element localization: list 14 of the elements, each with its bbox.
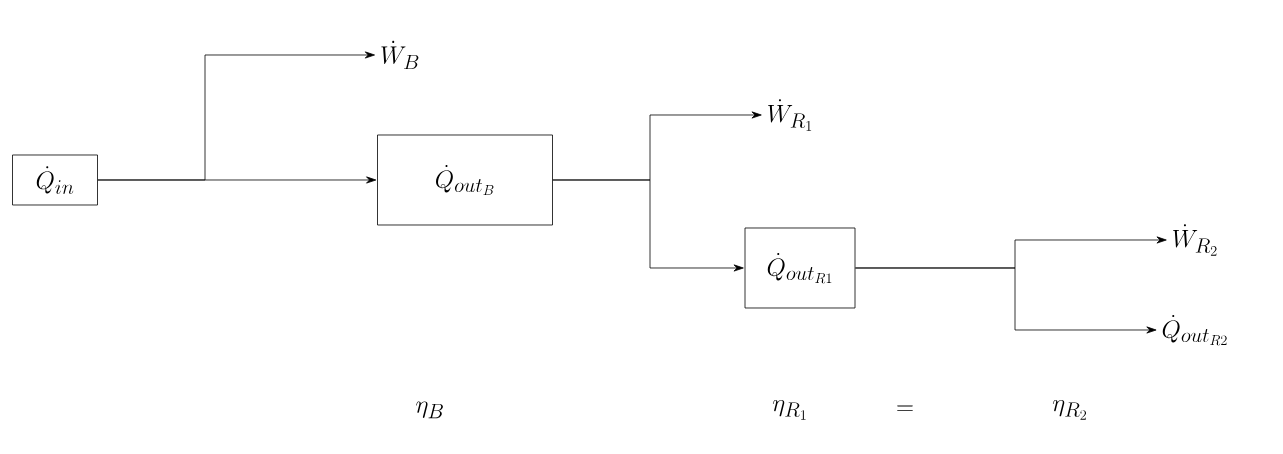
flow-box: $\dot{Q}_{out_{R1}}$ [744, 227, 856, 309]
flow-label: $\dot{W}_{R_1}$ [768, 99, 812, 131]
flow-box: $\dot{Q}_{out_{B}}$ [377, 134, 553, 226]
efficiency-label: $=$ [897, 405, 913, 411]
efficiency-label: $\eta_{R_1}$ [772, 400, 806, 420]
flow-box: $\dot{Q}_{in}$ [12, 154, 98, 206]
arrow [97, 176, 377, 184]
efficiency-label: $\eta_{R_2}$ [1052, 400, 1087, 420]
flow-label: $\dot{W}_{B}$ [381, 40, 419, 70]
arrow [552, 179, 744, 272]
arrow [855, 267, 1157, 334]
flow-label: $\dot{Q}_{out_{R2}}$ [1162, 315, 1227, 346]
flow-label: $\dot{W}_{R_2}$ [1173, 224, 1217, 256]
efficiency-label: $\eta_{B}$ [416, 401, 443, 419]
